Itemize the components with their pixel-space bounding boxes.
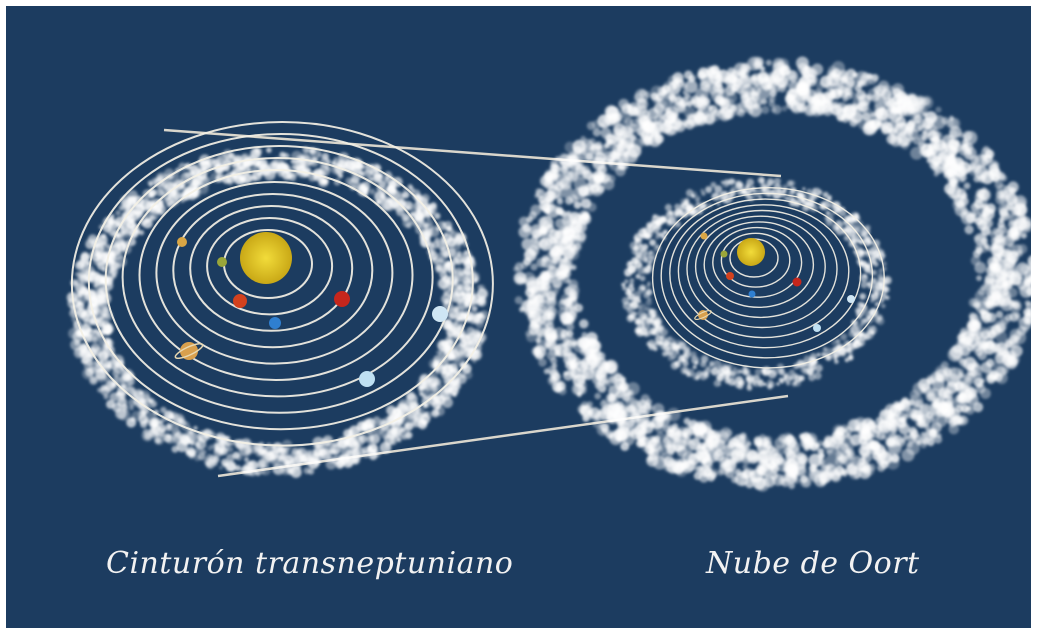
planet-icon <box>726 272 734 280</box>
zoom-line-top <box>163 128 782 178</box>
planet-icon <box>217 257 227 267</box>
solar-system-scene <box>66 56 1031 492</box>
planet-icon <box>359 371 375 387</box>
planet-icon <box>748 290 756 298</box>
planet-icon <box>720 250 728 258</box>
ringed-planet-icon <box>174 342 204 360</box>
planet-icon <box>233 294 247 308</box>
planet-icon <box>847 295 855 303</box>
oort-cloud-caption: Nube de Oort <box>706 546 920 581</box>
kuiper-belt-ring <box>66 146 489 478</box>
left-orbit-lines <box>70 120 494 447</box>
planet-icon <box>334 291 350 307</box>
planet-icon <box>700 232 708 240</box>
planet-icon <box>269 317 281 329</box>
planet-icon <box>177 237 187 247</box>
ringed-planet-icon <box>694 309 712 321</box>
sun-icon <box>240 232 292 284</box>
illustration-canvas: Cinturón transneptuniano Nube de Oort <box>6 6 1031 628</box>
sun-icon <box>737 238 765 266</box>
planet-icon <box>432 306 448 322</box>
kuiper-belt-caption: Cinturón transneptuniano <box>106 546 514 581</box>
planet-icon <box>813 324 821 332</box>
oort-cloud-outer-ring <box>513 56 1031 492</box>
planet-icon <box>792 277 802 287</box>
